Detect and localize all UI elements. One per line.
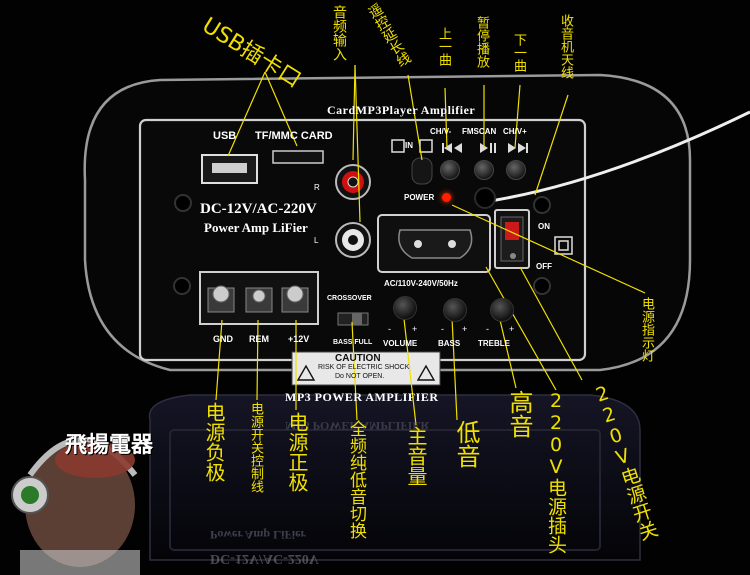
rem-label: REM [249,334,269,344]
mp3-power-amp-label: MP3 POWER AMPLIFIER [285,390,439,404]
treble-plus: + [509,324,515,334]
on-label: ON [538,222,550,231]
tf-card-slot [272,150,324,164]
treble-label: TREBLE [478,339,510,348]
brand-title: CardMP3Player Amplifier [327,103,476,117]
ch-plus-label: CH/V+ [503,127,527,136]
rca-jacks [335,164,371,258]
reflection-voltage-line: DC-12V/AC-220V [210,551,319,566]
bass-full-label: BASS FULL [333,339,373,346]
crossover-label: CROSSOVER [327,295,372,302]
screw-holes [173,194,551,295]
bass-label: BASS [438,339,461,348]
next-button[interactable] [506,160,526,180]
prev-button[interactable] [440,160,460,180]
annotation-fullband-bass-switch: 全频纯低音切换 [346,420,366,539]
annotation-bass: 低音 [452,420,480,468]
watermark-logo: 飛揚電器 [0,395,160,575]
volume-knob[interactable] [393,296,417,320]
power-led [442,193,451,202]
caution-title: CAUTION [335,353,381,364]
bass-minus: - [441,324,444,334]
treble-knob[interactable] [490,298,514,322]
power-label: POWER [404,193,435,202]
annotation-ac-socket: 220V电源插头 [545,390,567,554]
r-label: R [314,183,320,192]
annotation-radio-antenna: 收音机天线 [558,14,573,79]
play-pause-button[interactable] [474,160,494,180]
caution-box [291,351,441,386]
reflection-product-line: Power Amp LiFier [210,528,306,542]
product-line: Power Amp LiFier [204,220,308,235]
annotation-pause-play: 暂停播放 [474,16,489,68]
headphone-figure-icon [11,437,140,575]
annotation-main-volume: 主音量 [404,426,428,486]
panel-reflection [148,394,641,561]
tf-label: TF/MMC CARD [255,130,333,142]
treble-minus: - [486,324,489,334]
watermark-text: 飛揚電器 [65,432,154,458]
caution-line2: Do NOT OPEN. [335,373,385,380]
plus12v-label: +12V [288,334,310,344]
ac-input-label: AC/110V-240V/50Hz [384,279,458,288]
terminal-screws [207,285,309,313]
volume-minus: - [388,324,391,334]
volume-label: VOLUME [383,339,418,348]
usb-label: USB [213,130,237,142]
annotation-prev-track: 上一曲 [436,27,451,66]
caution-line1: RISK OF ELECTRIC SHOCK [318,364,410,371]
l-label: L [314,236,319,245]
annotation-power-indicator: 电源指示灯 [639,297,654,362]
transport-icons [442,143,528,153]
annotation-treble: 高音 [505,390,533,438]
bass-plus: + [462,324,468,334]
voltage-line: DC-12V/AC-220V [200,201,317,217]
annotation-audio-input: 音频输入 [331,5,347,61]
annotation-power-positive: 电源正极 [285,412,309,492]
in-label: IN [405,141,413,150]
off-label: OFF [536,262,552,271]
fmscan-label: FMSCAN [462,127,497,136]
annotation-power-negative: 电源负极 [202,402,226,482]
antenna-wire [477,110,750,205]
leader-lines [215,64,646,426]
annotation-next-track: 下一曲 [511,33,526,72]
bass-knob[interactable] [443,298,467,322]
gnd-label: GND [213,334,233,344]
volume-plus: + [412,324,418,334]
fm-antenna-socket [474,187,496,209]
ch-minus-label: CH/V- [430,127,452,136]
annotation-power-switch-ctrl: 电源开关控制线 [248,402,263,493]
